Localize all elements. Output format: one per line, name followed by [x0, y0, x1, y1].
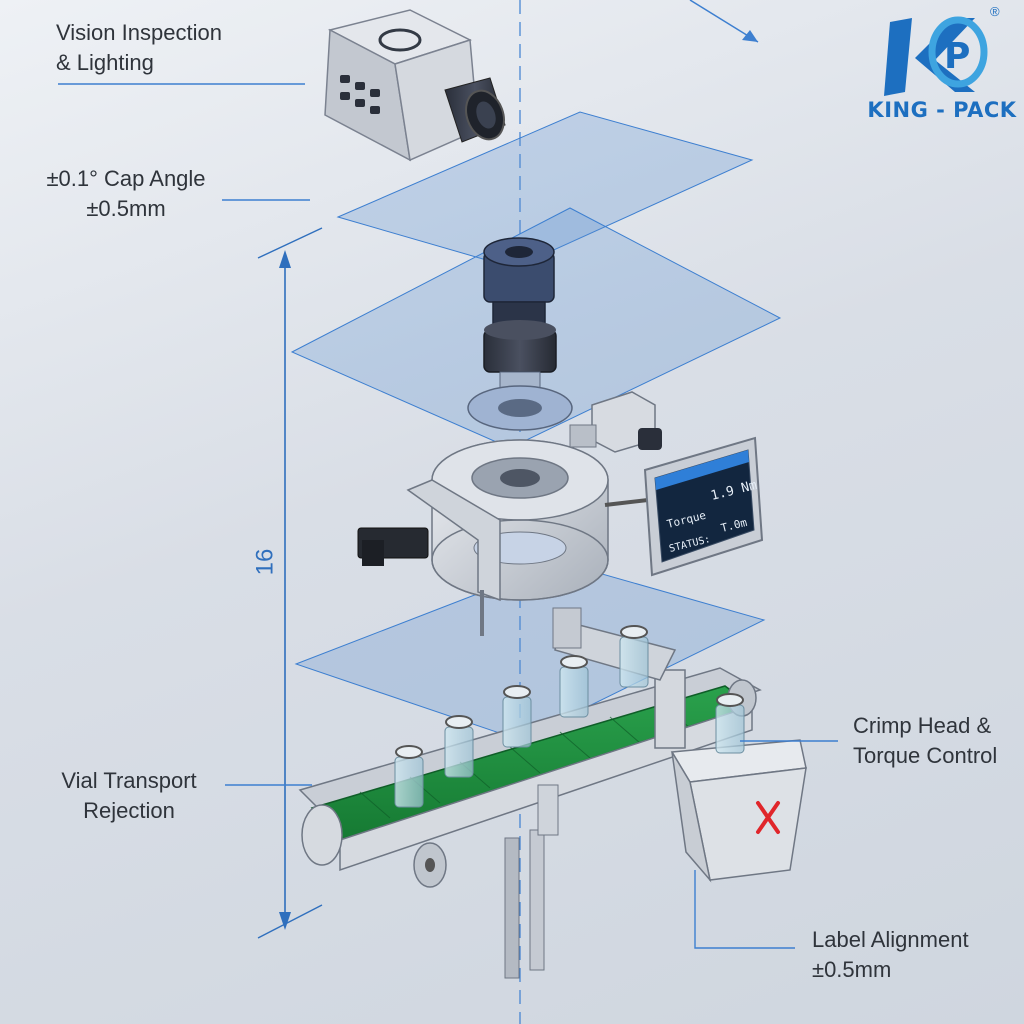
capping-spindle — [467, 237, 573, 431]
reject-bin — [670, 693, 807, 883]
dimension-tick-bottom — [257, 904, 323, 939]
callout-vision: Vision Inspection & Lighting — [56, 18, 222, 78]
brand-name: KING - PACK — [867, 98, 1017, 122]
callout-crimp-line1: Crimp Head & — [853, 713, 992, 738]
plane-top — [336, 111, 754, 269]
servo-motor — [569, 391, 662, 453]
callout-transport: Vial Transport Rejection — [44, 766, 214, 826]
vial — [619, 625, 649, 688]
dimension-label: 16 — [251, 548, 279, 576]
dimension-tick-top — [257, 227, 323, 259]
dimension-arrow-bottom — [279, 912, 291, 930]
vial — [394, 745, 424, 808]
callout-label-line2: ±0.5mm — [812, 957, 892, 982]
vial — [502, 685, 532, 748]
callout-transport-line2: Rejection — [83, 798, 175, 823]
callout-vision-line1: Vision Inspection — [56, 20, 222, 45]
callout-label: Label Alignment ±0.5mm — [812, 925, 969, 985]
callout-crimp-line2: Torque Control — [853, 743, 998, 768]
registered-mark: ® — [990, 4, 1000, 19]
callout-vision-line2: & Lighting — [56, 50, 154, 75]
top-arrow-head — [742, 30, 758, 42]
crimp-head-ring — [357, 439, 609, 636]
vial — [559, 655, 589, 718]
king-pack-logo-icon: P — [884, 16, 988, 96]
callout-cap-angle: ±0.1° Cap Angle ±0.5mm — [36, 164, 216, 224]
callout-label-line1: Label Alignment — [812, 927, 969, 952]
vial — [444, 715, 474, 778]
dimension-arrow-top — [279, 250, 291, 268]
callout-cap-angle-line1: ±0.1° Cap Angle — [46, 166, 206, 191]
callout-crimp: Crimp Head & Torque Control — [853, 711, 997, 771]
callout-transport-line1: Vial Transport — [61, 768, 197, 793]
reject-x-icon — [756, 801, 780, 834]
callout-cap-angle-line2: ±0.5mm — [86, 196, 166, 221]
camera-icon — [324, 9, 506, 162]
torque-display: Torque 1.9 Nm STATUS: T.0m — [604, 436, 764, 577]
vials — [394, 625, 649, 808]
svg-text:P: P — [944, 36, 970, 77]
plane-bottom — [294, 561, 766, 741]
leader-label — [694, 870, 795, 949]
display-line2-value: T.0m — [720, 516, 749, 535]
